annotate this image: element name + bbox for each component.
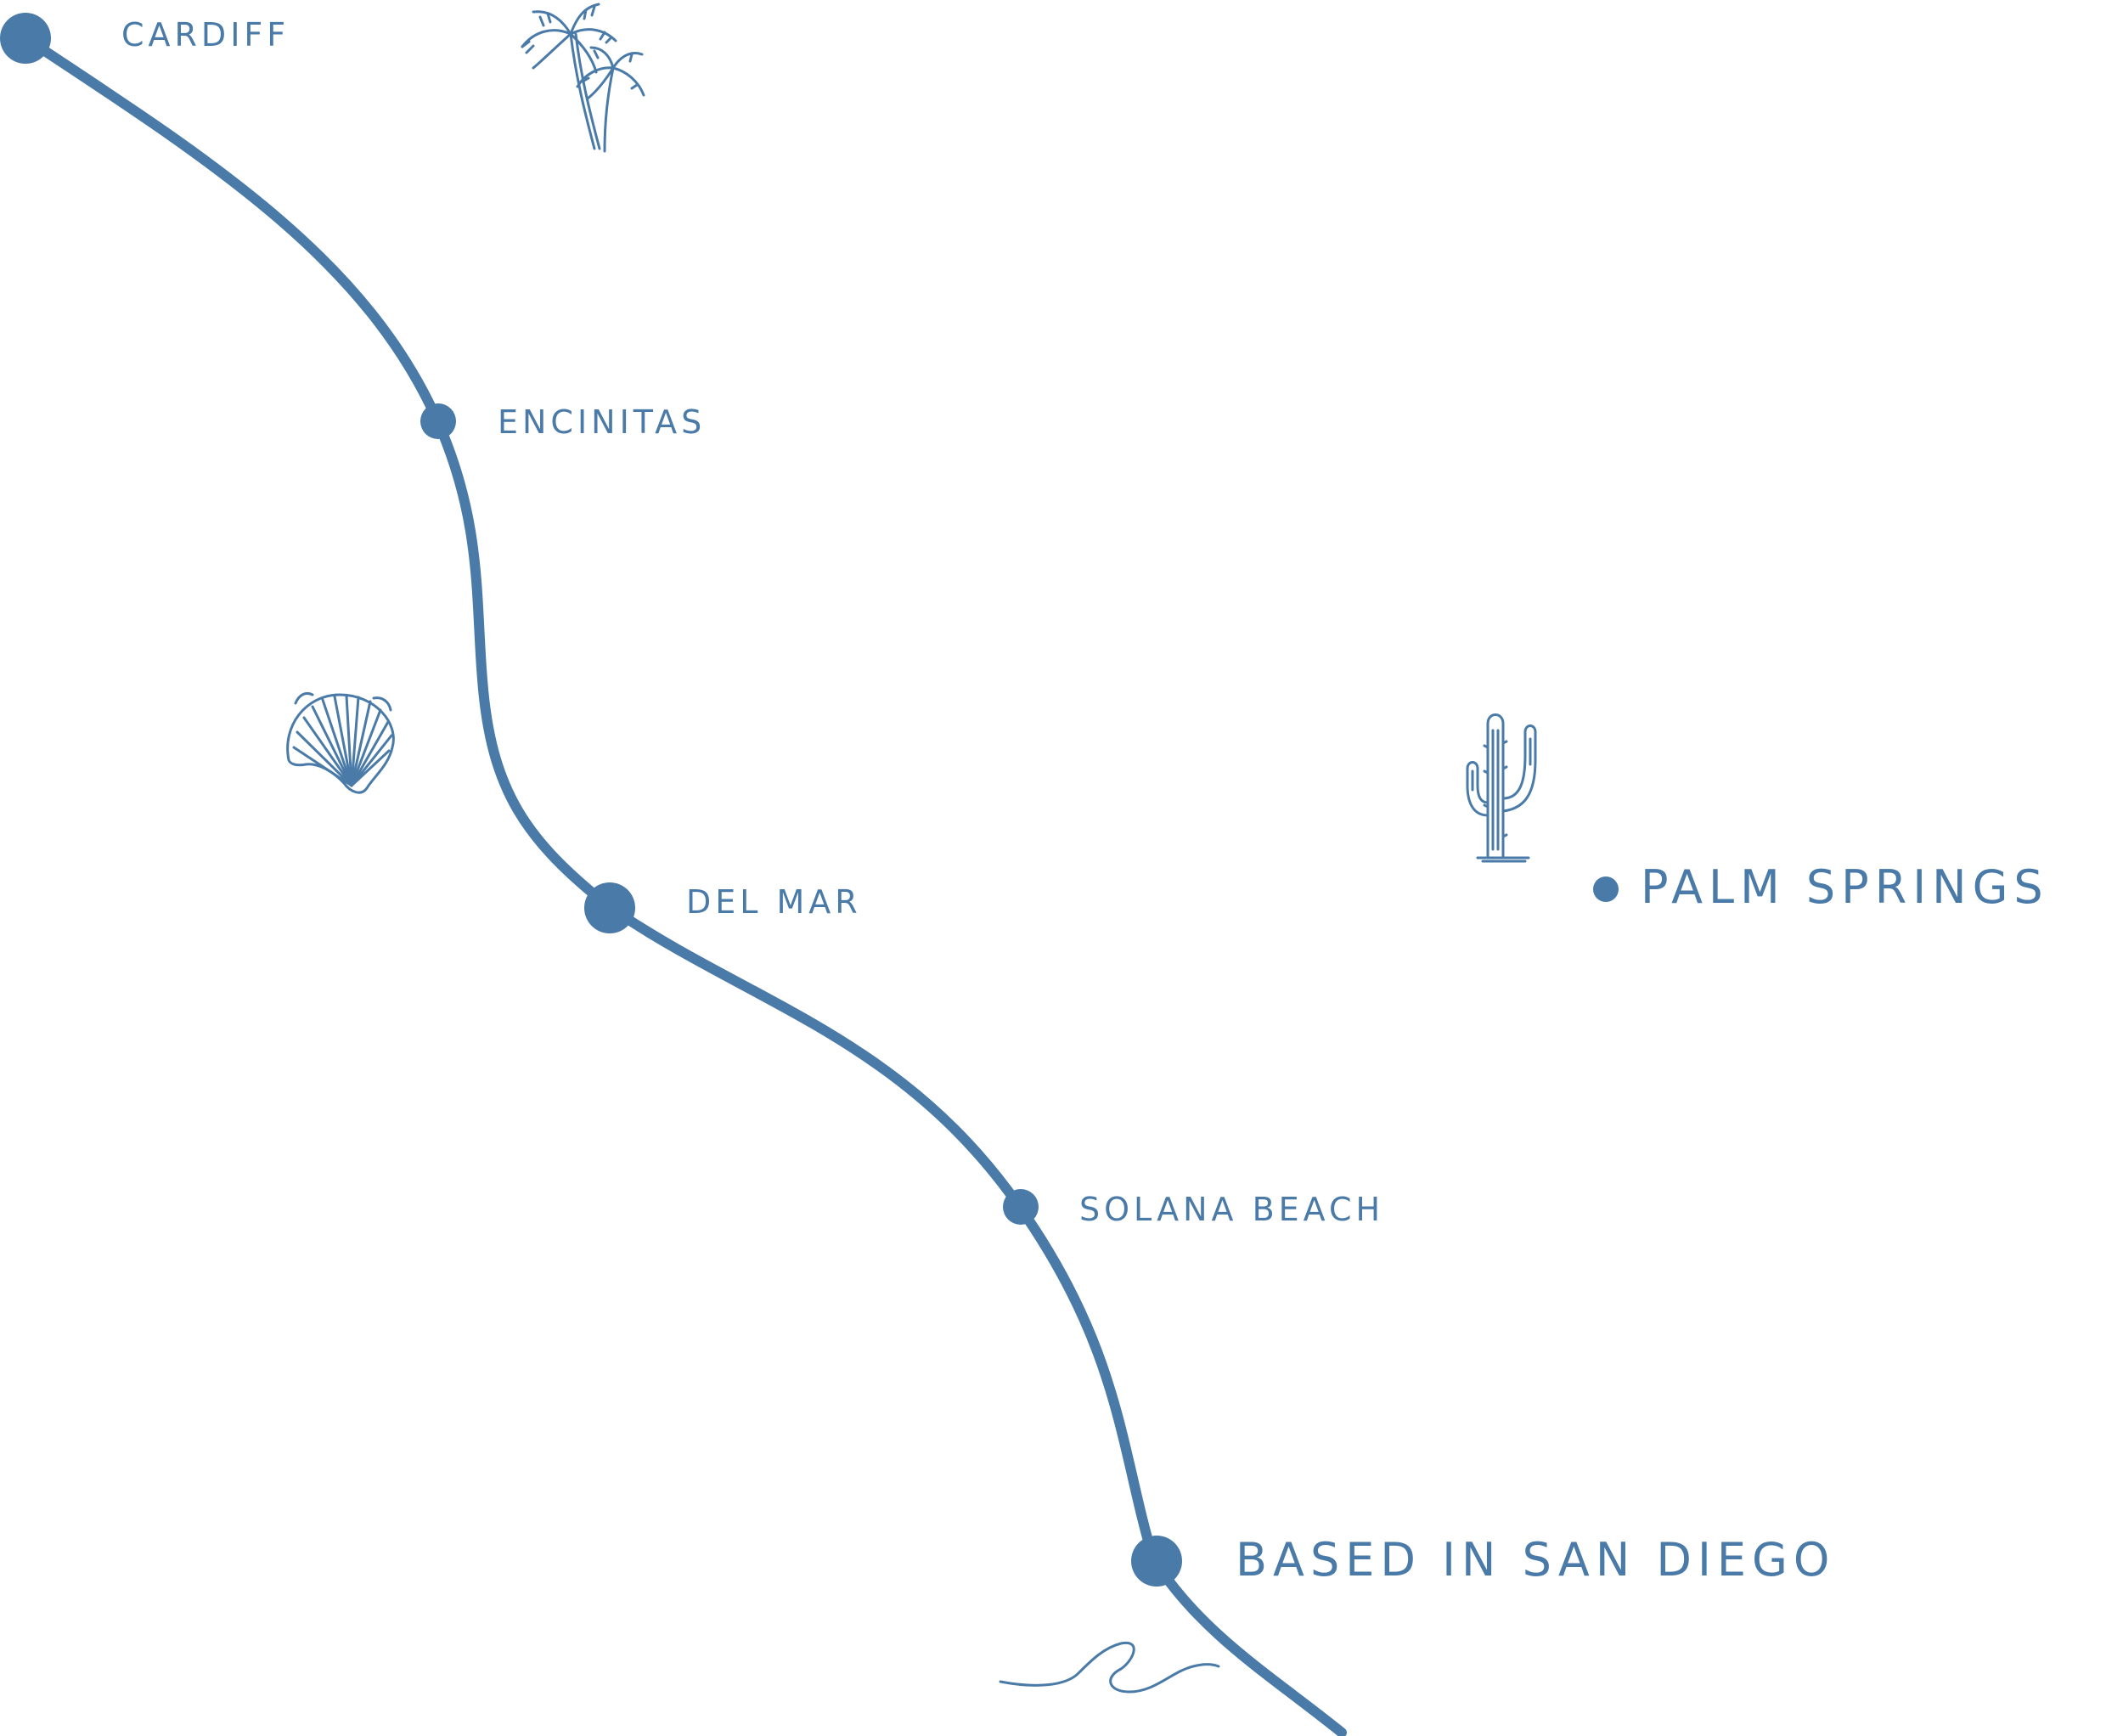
location-label-encinitas: ENCINITAS [498,403,707,441]
location-label-del-mar: DEL MAR [686,883,862,921]
seashell-icon [286,691,395,794]
marker-encinitas[interactable] [420,403,456,439]
coastline-route [20,33,1347,1736]
wave-icon [999,1641,1220,1694]
location-label-solana-beach: SOLANA BEACH [1079,1191,1385,1228]
location-label-cardiff: CARDIFF [121,16,290,54]
marker-san-diego[interactable] [1131,1536,1182,1587]
location-label-palm-springs: PALM SPRINGS [1641,860,2049,914]
marker-del-mar[interactable] [584,882,635,933]
marker-palm-springs[interactable] [1593,876,1619,902]
palm-tree-icon [521,3,645,153]
marker-cardiff[interactable] [0,13,51,64]
marker-solana-beach[interactable] [1003,1189,1039,1225]
cactus-icon [1466,713,1537,863]
location-label-san-diego: BASED IN SAN DIEGO [1236,1533,1836,1587]
